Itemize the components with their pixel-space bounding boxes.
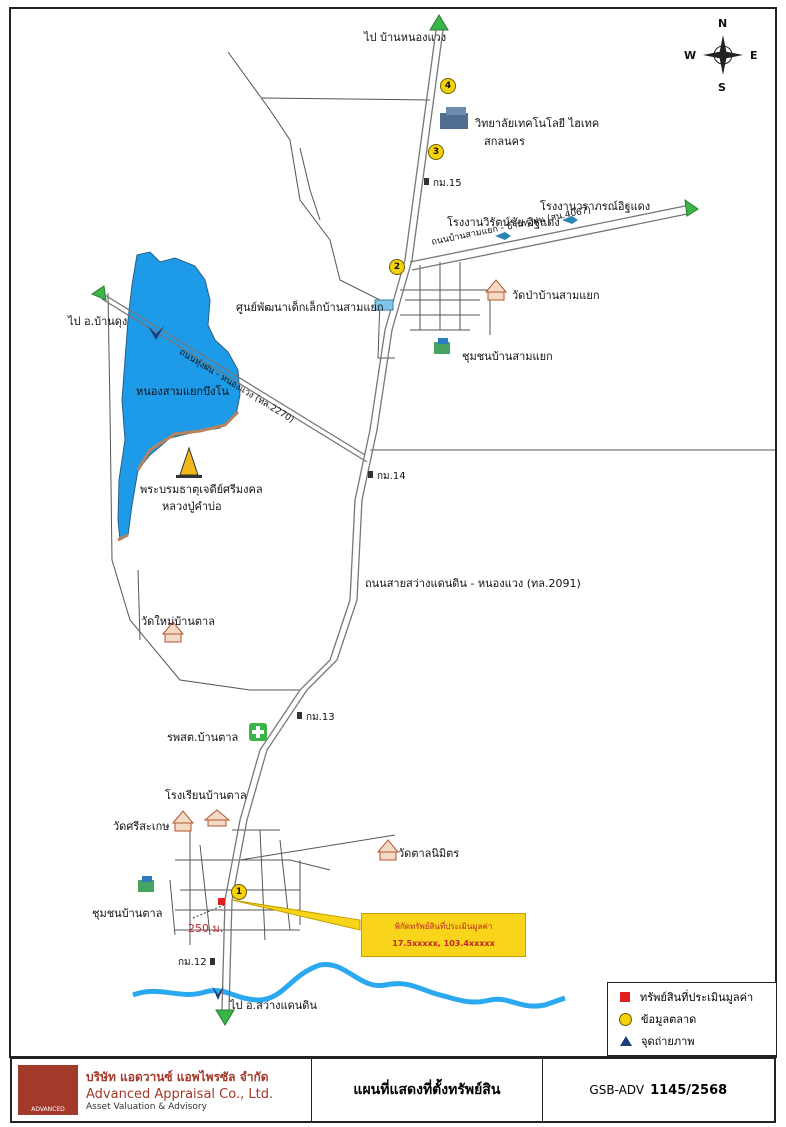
footer: ADVANCED บริษัท แอดวานซ์ แอพไพรซัล จำกัด… bbox=[10, 1057, 776, 1123]
west-direction-label: ไป อ.บ้านดุง bbox=[68, 315, 128, 328]
community-icon bbox=[138, 338, 450, 892]
company-tagline: Asset Valuation & Advisory bbox=[86, 1102, 207, 1112]
coords-note-title: พิกัดทรัพย์สินที่ประเมินมูลค่า bbox=[394, 922, 493, 931]
child-center-label: ศูนย์พัฒนาเด็กเล็กบ้านสามแยก bbox=[236, 301, 384, 314]
market-marker-2: 2 bbox=[389, 259, 405, 275]
college-label-2: สกลนคร bbox=[484, 135, 525, 148]
north-arrow-icon bbox=[90, 14, 699, 1026]
company-thai-name: บริษัท แอดวานซ์ แอพไพรซัล จำกัด bbox=[86, 1070, 269, 1084]
legend-row-camera: จุดถ่ายภาพ bbox=[608, 1030, 776, 1052]
company-english-name: Advanced Appraisal Co., Ltd. bbox=[86, 1087, 274, 1102]
km-13-label: กม.13 bbox=[306, 712, 335, 723]
footer-company: ADVANCED บริษัท แอดวานซ์ แอพไพรซัล จำกัด… bbox=[12, 1059, 313, 1121]
main-road-label: ถนนสายสว่างแดนดิน - หนองแวง (ทล.2091) bbox=[365, 577, 581, 590]
temple-srisaket-label: วัดศรีสะเกษ bbox=[113, 820, 170, 833]
market-marker-1: 1 bbox=[231, 884, 247, 900]
compass-west: W bbox=[684, 49, 697, 62]
community-tan-label: ชุมชนบ้านตาล bbox=[92, 907, 163, 920]
km-14-label: กม.14 bbox=[377, 471, 406, 482]
footer-ref: GSB-ADV 1145/2568 bbox=[543, 1059, 774, 1121]
yellow-circle-icon bbox=[619, 1012, 632, 1026]
market-marker-3: 3 bbox=[428, 144, 444, 160]
north-direction-label: ไป บ้านหนองแวง bbox=[364, 31, 447, 44]
pagoda-icon bbox=[176, 446, 202, 478]
legend: ทรัพย์สินที่ประเมินมูลค่า ข้อมูลตลาด จุด… bbox=[607, 982, 777, 1056]
river bbox=[132, 961, 566, 1009]
hospital-label: รพสต.บ้านตาล bbox=[167, 731, 239, 744]
college-label-1: วิทยาลัยเทคโนโลยี ไฮเทค bbox=[475, 117, 600, 130]
km-post-icon bbox=[210, 178, 429, 965]
school-label: โรงเรียนบ้านตาล bbox=[165, 789, 247, 802]
camera-icon bbox=[148, 326, 224, 1000]
leader-pointer bbox=[231, 899, 361, 931]
factory-label-2: โรงงานวราภรณ์อิฐแดง bbox=[540, 200, 651, 213]
coords-note: พิกัดทรัพย์สินที่ประเมินมูลค่า 17.5xxxxx… bbox=[361, 913, 526, 957]
temple-tannimit-label: วัดตาลนิมิตร bbox=[398, 847, 460, 860]
legend-row-subject: ทรัพย์สินที่ประเมินมูลค่า bbox=[608, 986, 776, 1008]
college-icon bbox=[440, 107, 468, 129]
km-12-label: กม.12 bbox=[178, 957, 207, 968]
reservoir-label: หนองสามแยกบึงโน bbox=[136, 385, 229, 398]
temple-icon bbox=[161, 279, 508, 861]
subject-property-marker bbox=[218, 898, 225, 905]
coords-note-value: 17.5xxxxx, 103.4xxxxx bbox=[392, 939, 495, 948]
temple-mai-label: วัดใหม่บ้านตาล bbox=[141, 615, 215, 628]
legend-row-market: ข้อมูลตลาด bbox=[608, 1008, 776, 1030]
ref-number: 1145/2568 bbox=[650, 1082, 728, 1098]
factory-label-1: โรงงานวิรัตน์ชัย อิฐแดง bbox=[447, 216, 560, 229]
legend-label-market: ข้อมูลตลาด bbox=[641, 1013, 697, 1026]
south-direction-label: ไป อ.สว่างแดนดิน bbox=[230, 999, 317, 1012]
pagoda-label-1: พระบรมธาตุเจดีย์ศรีมงคล bbox=[140, 483, 263, 496]
compass-south: S bbox=[718, 81, 726, 94]
km-15-label: กม.15 bbox=[433, 178, 462, 189]
company-logo-icon: ADVANCED bbox=[18, 1065, 78, 1115]
child-center-icon bbox=[374, 299, 394, 311]
distance-label: 250 ม. bbox=[188, 922, 224, 935]
compass-north: N bbox=[718, 17, 728, 30]
community-samyaek-label: ชุมชนบ้านสามแยก bbox=[462, 350, 553, 363]
legend-label-subject: ทรัพย์สินที่ประเมินมูลค่า bbox=[640, 991, 754, 1004]
compass-east: E bbox=[750, 49, 758, 62]
ref-prefix: GSB-ADV bbox=[589, 1083, 645, 1097]
camera-arrow-icon bbox=[620, 1036, 632, 1046]
footer-title: แผนที่แสดงที่ตั้งทรัพย์สิน bbox=[312, 1059, 543, 1121]
legend-label-camera: จุดถ่ายภาพ bbox=[641, 1035, 695, 1048]
pagoda-label-2: หลวงปู่คำบ่อ bbox=[162, 500, 222, 513]
market-marker-4: 4 bbox=[440, 78, 456, 94]
hospital-icon bbox=[249, 723, 267, 741]
factory-icon bbox=[495, 216, 578, 240]
red-square-icon bbox=[620, 992, 630, 1002]
temple-samyaek-label: วัดป่าบ้านสามแยก bbox=[512, 289, 600, 302]
compass-icon bbox=[703, 35, 743, 75]
